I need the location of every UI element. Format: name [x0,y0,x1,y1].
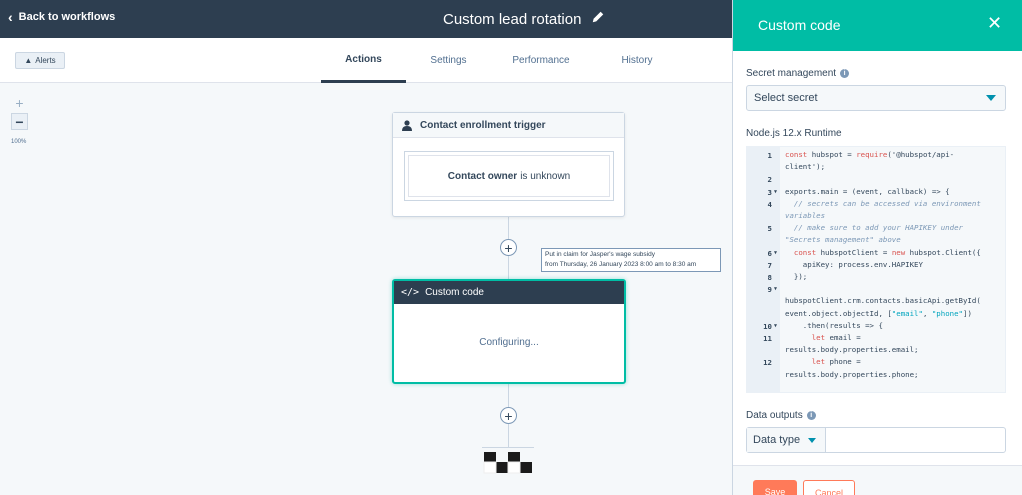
trigger-condition[interactable]: Contact owner is unknown [404,151,614,201]
tab-actions[interactable]: Actions [321,38,406,83]
fold-toggle-icon[interactable]: ▼ [774,286,778,293]
code-line-number: 1 [767,151,772,160]
panel-footer: Save Cancel [733,465,1022,495]
caret-down-icon [986,95,996,101]
code-line: hubspotClient.crm.contacts.basicApi.getB… [785,296,981,306]
runtime-label: Node.js 12.x Runtime [746,128,842,139]
code-gutter [747,147,780,392]
close-icon[interactable]: ✕ [987,13,1003,33]
code-line-number: 12 [763,358,772,368]
user-icon [402,120,412,131]
trigger-header: Contact enrollment trigger [393,113,624,138]
custom-code-action-card[interactable]: </> Custom code Configuring... [392,279,626,384]
back-to-workflows-link[interactable]: ‹ Back to workflows [8,9,116,25]
code-line: let email = [811,333,861,342]
code-line-number: 2 [767,175,772,185]
code-line: // make sure to add your HAPIKEY under [785,223,963,233]
enrollment-trigger-card[interactable]: Contact enrollment trigger Contact owner… [392,112,625,217]
zoom-level: 100% [11,139,27,145]
code-line-number: 8 [767,273,772,282]
code-line: results.body.properties.email; [785,345,919,355]
code-line-number: 6 [767,248,772,258]
save-button[interactable]: Save [753,480,797,495]
data-output-row: Data type [746,427,1006,453]
data-outputs-text: Data outputs [746,410,803,421]
back-label: Back to workflows [18,11,116,23]
code-line: variables [785,211,826,220]
caret-down-icon [808,437,817,443]
code-line: }); [785,272,808,281]
condition-property: Contact owner [447,170,518,182]
chevron-left-icon: ‹ [8,9,13,25]
add-action-button[interactable]: + [500,407,517,424]
code-line: event.object.objectId, ["email", "phone"… [785,308,972,318]
tooltip-line-1: Put in claim for Jasper's wage subsidy [545,251,655,258]
alerts-label: Alerts [35,56,56,65]
data-outputs-label: Data outputs i [746,410,816,421]
code-line: results.body.properties.phone; [785,369,919,379]
code-line: "Secrets management" above [785,235,901,245]
panel-header: Custom code ✕ [733,0,1022,51]
secret-management-text: Secret management [746,68,837,79]
custom-code-card-title: Custom code [425,287,484,298]
code-line-number: 5 [767,224,772,234]
pencil-icon[interactable] [591,10,605,28]
code-icon: </> [401,287,420,298]
code-line: let phone = [811,357,861,367]
custom-code-status: Configuring... [479,336,539,348]
tooltip-line-2: from Thursday, 26 January 2023 8:00 am t… [545,261,697,268]
cancel-button[interactable]: Cancel [803,480,855,495]
custom-code-card-header: </> Custom code [394,281,624,304]
tabs-row: ▲ Alerts Actions Settings Performance Hi… [0,38,732,83]
trigger-condition-inner-border [408,155,610,197]
data-type-dropdown[interactable]: Data type [747,428,826,452]
fold-toggle-icon[interactable]: ▼ [774,188,778,195]
condition-operator: is unknown [520,170,571,182]
workflow-title: Custom lead rotation [443,10,605,28]
code-line: // secrets can be accessed via environme… [785,198,981,208]
add-action-button[interactable]: + [500,239,517,256]
code-line: .then(results => { [785,320,883,330]
code-line: client'); [785,162,826,172]
select-secret-value: Select secret [754,92,818,104]
workflow-title-text: Custom lead rotation [443,10,582,28]
code-line: exports.main = (event, callback) => { [785,186,950,196]
code-line-number: 4 [767,199,772,209]
checkered-flag-icon [483,452,532,474]
code-line-number: 10 [763,321,772,331]
trigger-title: Contact enrollment trigger [420,119,546,131]
zoom-out-button[interactable]: − [11,113,28,130]
info-icon[interactable]: i [806,411,816,420]
tab-performance[interactable]: Performance [512,55,570,66]
code-line-number: 9 [767,285,772,295]
calendar-tooltip: Put in claim for Jasper's wage subsidy f… [541,248,721,272]
code-line: const hubspotClient = new hubspot.Client… [793,247,981,257]
fold-toggle-icon[interactable]: ▼ [774,249,778,256]
data-type-value: Data type [753,434,801,446]
warning-icon: ▲ [24,56,33,65]
info-icon[interactable]: i [840,69,850,78]
alerts-button[interactable]: ▲ Alerts [15,52,65,69]
code-line-number: 3 [767,187,772,197]
code-line-number: 11 [763,334,772,343]
secret-management-label: Secret management i [746,68,850,79]
tab-history[interactable]: History [621,55,653,66]
code-editor[interactable]: 1 const hubspot = require('@hubspot/api-c… [746,146,1006,393]
code-line: const hubspot = require('@hubspot/api- [785,150,955,159]
select-secret-dropdown[interactable]: Select secret [746,85,1006,111]
code-line-number: 7 [767,260,772,270]
top-bar: ‹ Back to workflows Custom lead rotation [0,0,732,38]
panel-title: Custom code [758,17,841,33]
fold-toggle-icon[interactable]: ▼ [774,322,778,329]
tab-settings[interactable]: Settings [430,55,467,66]
zoom-in-button[interactable]: + [15,94,24,111]
code-line: apiKey: process.env.HAPIKEY [785,259,923,269]
workflow-end-flag [482,447,534,475]
custom-code-panel: Custom code ✕ Secret management i Select… [732,0,1022,495]
